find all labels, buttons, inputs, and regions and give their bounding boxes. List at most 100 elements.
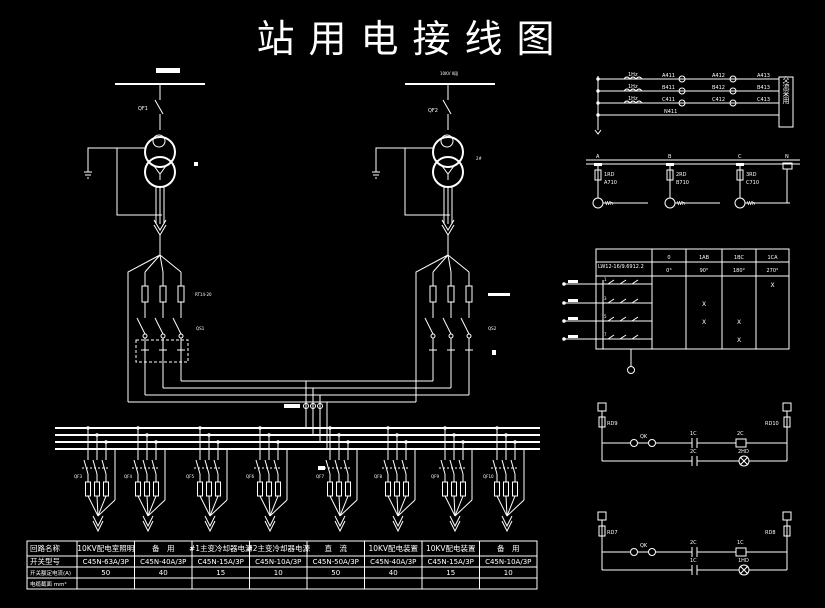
ac-source-c-label: B413 <box>757 85 770 91</box>
ac-source-input-label: 1Hz <box>628 96 638 102</box>
ctrl-left-fuse-label: RD9 <box>607 421 618 427</box>
feeder-converge-line <box>505 495 508 517</box>
right-contact-1 <box>430 333 436 339</box>
fuse-meter-phase: A <box>596 154 600 160</box>
feeder-arrow <box>392 515 404 528</box>
switch-table-contact-no: 5 <box>604 314 607 319</box>
switch-table-header: 0 <box>667 255 670 261</box>
feeder-table-border <box>26 540 538 590</box>
ctrl-right-fuse <box>783 525 791 537</box>
feeder-converge-line <box>444 495 456 517</box>
ctrl-knob-icon <box>648 548 656 556</box>
feeder-breaker-blade <box>401 459 407 475</box>
fuse-meter-ct-label: B710 <box>676 180 689 186</box>
feeder-neutral-converge <box>209 499 228 517</box>
switch-table-header: 1AB <box>699 255 710 261</box>
feeder-converge-line <box>146 495 149 517</box>
left-bus-marker <box>156 68 180 73</box>
feeder-fuse <box>503 481 509 497</box>
feeder-arrow <box>264 515 276 528</box>
feeder-arrow-2 <box>501 520 513 533</box>
left-switch-1 <box>136 317 146 335</box>
feeder-tag-marker <box>318 466 325 470</box>
switch-table-contacts <box>607 298 639 304</box>
left-contact-3 <box>178 333 184 339</box>
ac-source-a-label: A411 <box>662 73 675 79</box>
feeder-table-circuit-name: #1主变冷却器电源 <box>189 543 253 553</box>
ctrl-knob-icon <box>648 439 656 447</box>
fuse-meter-rd-label: 3RD <box>746 172 757 178</box>
ctrl-right-fuse <box>783 416 791 428</box>
ac-source-b-label: B412 <box>712 85 725 91</box>
feeder-breaker-blade <box>343 459 349 475</box>
left-switch-3 <box>172 317 182 335</box>
feeder-breaker-blade <box>325 459 331 475</box>
ctrl-left-terminal <box>597 402 607 412</box>
switch-table-contacts <box>607 316 639 322</box>
right-transformer-winding-hv <box>432 136 464 168</box>
feeder-tap-dot <box>267 433 271 437</box>
ctrl-left-fuse <box>598 416 606 428</box>
ctrl-coil-label: 1C <box>737 540 744 546</box>
right-wye-symbol <box>441 165 455 180</box>
feeder-breaker-blade <box>195 459 201 475</box>
feeder-tap-dot <box>145 433 149 437</box>
feeder-converge-line <box>387 495 399 517</box>
feeder-converge-line <box>339 495 349 517</box>
ctrl-coil-label: 2C <box>737 431 744 437</box>
right-fuse-2 <box>447 285 455 303</box>
feeder-arrow <box>204 515 216 528</box>
feeder-table-circuit-name: 10KV配电装置 <box>368 543 418 553</box>
feeder-breaker-blade <box>133 459 139 475</box>
feeder-table-row-label: 开关型号 <box>30 556 60 566</box>
feeder-breaker-label: QF9 <box>431 474 439 479</box>
ctrl-right-terminal <box>782 511 792 521</box>
bus-interconnect <box>128 380 469 449</box>
feeder-converge-line <box>453 495 456 517</box>
feeder-tap-dot <box>136 426 140 430</box>
feeder-breaker-blade <box>334 459 340 475</box>
switch-table-input-marker <box>568 335 578 338</box>
feeder-fuse <box>494 481 500 497</box>
fuse-meter-terminal <box>736 163 744 166</box>
feeder-fuse <box>460 481 466 497</box>
feeder-tap-dot <box>207 433 211 437</box>
feeder-breaker-blade <box>383 459 389 475</box>
feeder-tap-dot <box>346 440 350 444</box>
feeder-converge-line <box>338 495 341 517</box>
ctrl-contact-label: 2C <box>690 449 697 455</box>
feeder-fuse <box>206 481 212 497</box>
feeder-7: QF9 <box>431 426 473 533</box>
right-contact-2 <box>448 333 454 339</box>
ctrl-contact-icon <box>691 456 698 466</box>
ctrl-contact-icon <box>691 547 698 557</box>
right-breaker-qf2 <box>442 99 452 115</box>
left-transformer-tag <box>194 162 198 166</box>
switch-table-input-marker <box>568 317 578 320</box>
feeder-tap-dot <box>386 426 390 430</box>
feeder-8: QF10 <box>483 426 525 533</box>
qf2-label: QF2 <box>428 108 438 114</box>
feeder-table-rated-current: 40 <box>389 569 398 577</box>
right-down-arrow-1 <box>441 219 455 231</box>
feeder-tap-dot <box>198 426 202 430</box>
feeder-table-breaker-type: C45N-40A/3P <box>370 558 416 566</box>
right-fuse-1 <box>429 285 437 303</box>
feeder-table-rated-current: 15 <box>216 569 225 577</box>
feeder-fuse <box>85 481 91 497</box>
right-ground-lead <box>375 147 405 172</box>
switch-table-contact-no: 3 <box>604 296 607 301</box>
ctrl-coil-icon <box>735 547 747 557</box>
feeder-arrow-2 <box>392 520 404 533</box>
switch-table-input-marker <box>568 299 578 302</box>
feeder-breaker-blade <box>458 459 464 475</box>
feeder-breaker-label: QF8 <box>374 474 382 479</box>
feeder-converge-line <box>269 495 279 517</box>
feeder-converge-line <box>87 495 99 517</box>
ac-source-b-label: C412 <box>712 97 725 103</box>
ctrl-contact-label: 1C <box>690 431 697 437</box>
feeder-breaker-blade <box>92 459 98 475</box>
feeder-tap-dot <box>452 433 456 437</box>
